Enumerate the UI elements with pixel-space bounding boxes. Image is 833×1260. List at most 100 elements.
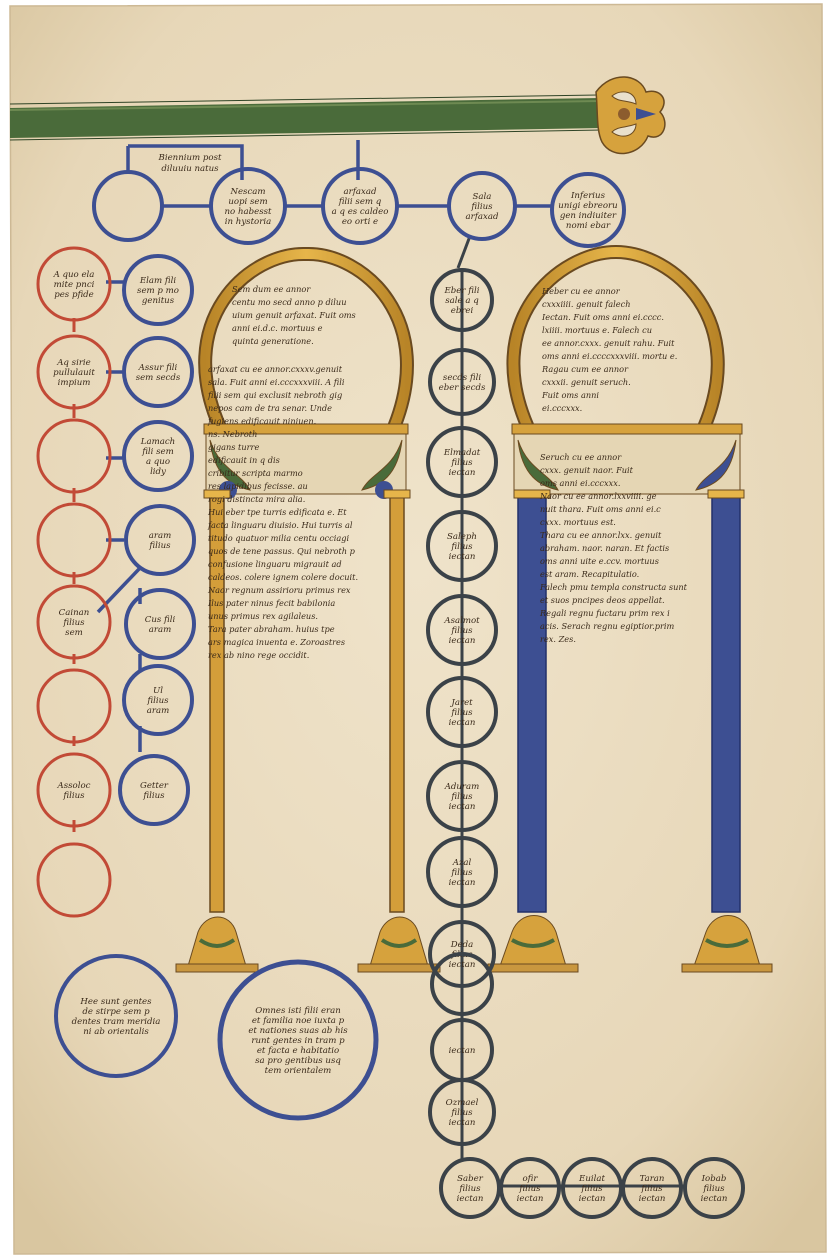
arch-body-line: Regali regnu fuctaru prim rex i (539, 608, 670, 618)
circle-text-line: filius (450, 708, 473, 718)
circle-ring (430, 268, 494, 332)
circle-text-line: Azal (452, 858, 472, 868)
circle-text-line: filius (518, 1184, 541, 1194)
circle-text-line: et facta e habitatio (257, 1046, 339, 1056)
circle-text-line: filius (450, 868, 473, 878)
circle-text-line: mite pnci (54, 280, 95, 290)
circle-text-line: Saber (457, 1174, 484, 1184)
arch-body-line: rogi distincta mira alia. (208, 494, 305, 504)
circle-ring (426, 594, 498, 666)
circle-text-line: et familia noe iuxta p (252, 1016, 345, 1026)
circle-ring (36, 334, 112, 410)
circle-ring (683, 1157, 745, 1219)
circle-text-line: filii sem q (338, 197, 382, 207)
circle-text-line: A quo ela (53, 270, 95, 280)
header-inscription-line: Biennium post (158, 153, 222, 163)
circle-text-line: aram (149, 531, 172, 541)
circle-text-line: Ul (153, 686, 163, 696)
circle-text-line: pullulauit (53, 368, 95, 378)
arch-body-line: cribitur scripta marmo (208, 468, 303, 478)
arch-body-line: gigans turre (208, 442, 259, 452)
arch-body-line: cxxx. genuit naor. Fuit (540, 465, 634, 475)
circle-ring (426, 760, 498, 832)
circle-ring (36, 668, 112, 744)
circle-text-line: fili sem (141, 447, 174, 457)
circle-text-line: iectan (457, 1194, 484, 1204)
circle-text-line: filius (580, 1184, 603, 1194)
circle-text-line: iectan (579, 1194, 606, 1204)
arch-body-line: Hui eber tpe turris edificata e. Et (207, 507, 347, 517)
arch-body-line: est aram. Recapitulatio. (540, 569, 639, 579)
bottom-row-connector (460, 1146, 684, 1188)
arch-body-line: oms anni uite e.ccv. mortuus (540, 556, 659, 566)
circle-text-line: ofir (522, 1174, 538, 1184)
circle-text-line: iectan (449, 552, 476, 562)
arch-body-line: facta linguaru diuisio. Hui turris al (207, 520, 353, 530)
circle-text-line: filius (450, 542, 473, 552)
circle-ring (122, 664, 194, 736)
parchment-leaf (9, 3, 827, 1255)
circle-text-line: Elam fili (139, 276, 177, 286)
arch-crown-line: oms anni ei.ccccxxxviii. mortu e. (542, 351, 677, 361)
circle-text-line: Cainan (59, 608, 90, 618)
circle-text-line: iectan (517, 1194, 544, 1204)
arch-body-line: nepos cam de tra senar. Unde (208, 403, 332, 413)
circle-text-line: Getter (140, 781, 169, 791)
circle-text-line: filius (450, 626, 473, 636)
circle-text-line: filius (450, 792, 473, 802)
red-lineage-circle (36, 668, 112, 744)
circle-text-line: unigi ebreoru (558, 201, 617, 211)
circle-text-line: Jaret (449, 698, 473, 708)
circle-text-line: Euilat (578, 1174, 605, 1184)
arch-body-line: res lapidibus fecisse. au (208, 481, 308, 491)
circle-text-line: Lamach (140, 437, 175, 447)
arch-crown-line: cxxxii. genuit seruch. (542, 377, 631, 387)
arch-body-line: et suos pncipes deos appellat. (540, 595, 665, 605)
leaf-finial-ornament (595, 76, 666, 155)
circle-text-line: iectan (449, 636, 476, 646)
arch-body-line: Thara cu ee annor.lxx. genuit (540, 530, 662, 540)
circle-ring (426, 510, 498, 582)
chain-circle (430, 952, 494, 1016)
arch-crown-line: lxiiii. mortuus e. Falech cu (542, 325, 652, 335)
circle-text-line: filius (450, 1108, 473, 1118)
circle-text-line: aram (149, 625, 172, 635)
arch-body-line: oms anni ei.cccxxx. (540, 478, 620, 488)
arch-body-line: caldeos. colere ignem colere docuit. (208, 572, 358, 582)
circle-text-line: iectan (449, 718, 476, 728)
circle-ring (321, 167, 399, 245)
circle-ring (124, 588, 196, 660)
arch-crown-line: anni ei.d.c. mortuus e (232, 323, 323, 333)
circle-text-line: pes pfide (54, 290, 94, 300)
circle-text-line: Sala (473, 192, 492, 202)
arch-body-line: nuit thara. Fuit oms anni ei.c (540, 504, 661, 514)
red-lineage-circle (36, 502, 112, 578)
circle-text-line: Saleph (447, 532, 477, 542)
circle-text-line: iectan (449, 802, 476, 812)
arch-crown-line: cxxxiiii. genuit falech (542, 299, 631, 309)
circle-ring (36, 752, 112, 828)
circle-text-line: Hee sunt gentes (79, 997, 152, 1007)
circle-text-line: iectan (701, 1194, 728, 1204)
arch-crown-line: Ragau cum ee annor (541, 364, 629, 374)
circle-text-line: in hystoria (225, 217, 271, 227)
circle-ring (54, 954, 178, 1078)
circle-text-line: ni ab orientalis (83, 1027, 149, 1037)
circle-text-line: Assur fili (138, 363, 178, 373)
circle-text-line: filius (62, 618, 85, 628)
